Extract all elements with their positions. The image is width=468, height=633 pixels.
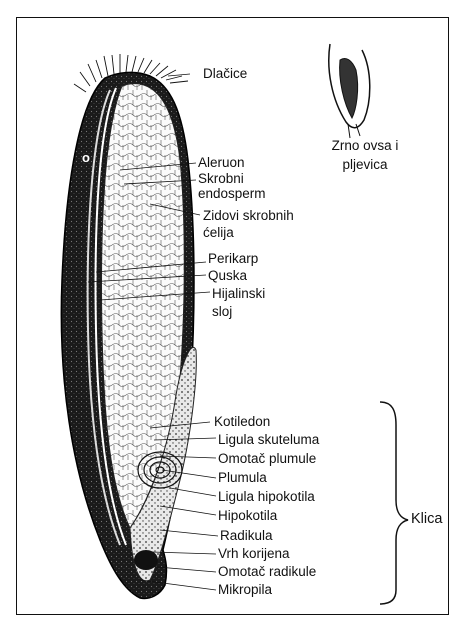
- label-mikropila: Mikropila: [218, 582, 272, 597]
- label-aleuron: Aleruon: [198, 155, 245, 170]
- label-perikarp: Perikarp: [208, 251, 258, 266]
- klica-brace: [380, 402, 408, 604]
- label-kotiledon: Kotiledon: [214, 414, 270, 429]
- label-hipokotila: Hipokotila: [218, 508, 277, 523]
- label-hijalinski-2: sloj: [212, 304, 232, 319]
- label-vrh-korijena: Vrh korijena: [218, 546, 290, 561]
- letter-mark: o: [82, 150, 90, 165]
- label-skrobni-1: Skrobni: [198, 171, 244, 186]
- label-zidovi-2: ćelija: [203, 225, 234, 240]
- label-dlacice: Dlačice: [203, 66, 247, 81]
- inset-caption-line2: pljevica: [300, 157, 430, 172]
- label-omotac-plumule: Omotač plumule: [218, 451, 316, 466]
- label-hijalinski-1: Hijalinski: [212, 286, 265, 301]
- label-zidovi-1: Zidovi skrobnih: [203, 208, 294, 223]
- label-omotac-radikule: Omotač radikule: [218, 564, 316, 579]
- label-klica: Klica: [411, 512, 442, 527]
- inset-caption-line1: Zrno ovsa i: [300, 138, 430, 153]
- label-skrobni-2: endosperm: [198, 186, 266, 201]
- label-ligula-hipokotila: Ligula hipokotila: [218, 489, 315, 504]
- label-quska: Quska: [208, 268, 247, 283]
- label-ligula-skuteluma: Ligula skuteluma: [218, 432, 319, 447]
- inset-oat-grain: [329, 44, 370, 138]
- label-plumula: Plumula: [218, 470, 267, 485]
- label-radikula: Radikula: [220, 528, 273, 543]
